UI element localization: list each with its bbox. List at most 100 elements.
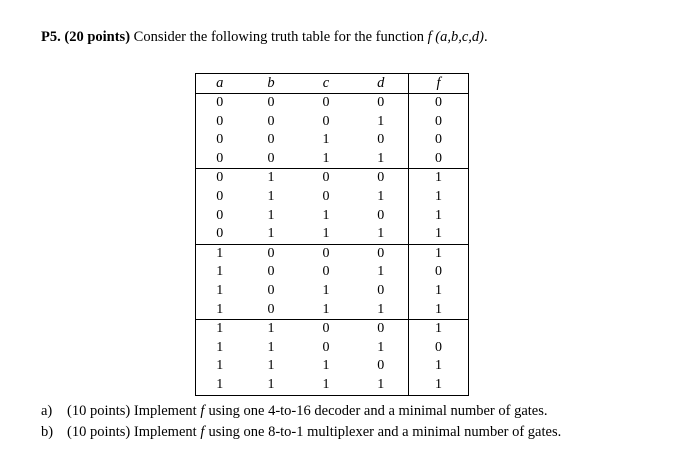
table-cell-f: 0 — [408, 131, 469, 150]
table-cell-d: 0 — [377, 95, 385, 110]
table-cell-b: 0 — [243, 243, 299, 264]
truth-table-header: a b c d f — [195, 73, 469, 94]
table-cell-c: 0 — [298, 243, 354, 264]
table-cell-d: 0 — [353, 319, 409, 339]
table-cell-c: 0 — [322, 95, 330, 110]
table-row: 0 1 1 1 1 — [196, 225, 469, 245]
table-cell-c: 1 — [322, 358, 330, 374]
table-cell-f: 0 — [408, 149, 469, 169]
table-cell-c: 0 — [322, 113, 330, 129]
table-cell-c: 1 — [322, 226, 330, 242]
table-cell-f: 0 — [408, 263, 469, 282]
table-cell-d: 1 — [377, 113, 385, 129]
list-item: b)(10 points) Implement f using one 8-to… — [41, 422, 561, 443]
subquestion-points-b: (10 points) — [67, 423, 131, 440]
table-cell-f: 1 — [408, 187, 469, 207]
table-cell-c: 1 — [322, 150, 330, 166]
table-row: 0 0 1 1 0 — [196, 149, 469, 169]
subquestion-marker-b: b) — [41, 423, 54, 440]
table-cell-b: 1 — [267, 207, 275, 223]
table-cell-f: 1 — [408, 225, 469, 245]
table-cell-d: 0 — [377, 358, 385, 374]
table-cell-b: 1 — [267, 376, 275, 392]
table-cell-a: 0 — [216, 132, 224, 148]
table-cell-d: 0 — [353, 243, 409, 264]
table-cell-f: 0 — [408, 338, 469, 358]
table-cell-c: 0 — [322, 264, 330, 280]
subquestions-list: a)(10 points) Implement f using one 4-to… — [41, 401, 561, 442]
column-header-b: b — [243, 73, 299, 94]
table-cell-c: 0 — [322, 188, 330, 204]
table-cell-b: 1 — [267, 188, 275, 204]
table-cell-c: 1 — [322, 282, 330, 298]
table-cell-b: 0 — [267, 150, 275, 166]
table-cell-c: 0 — [298, 168, 354, 188]
table-cell-d: 1 — [377, 188, 385, 204]
table-cell-f: 1 — [408, 206, 469, 226]
table-cell-a: 1 — [216, 358, 224, 374]
table-row: 0 1 0 1 1 — [196, 187, 469, 207]
table-cell-d: 0 — [377, 282, 385, 298]
table-cell-a: 0 — [216, 95, 224, 110]
table-cell-d: 1 — [377, 150, 385, 166]
table-cell-f: 1 — [408, 357, 469, 376]
table-cell-c: 1 — [322, 376, 330, 392]
table-cell-c: 1 — [322, 301, 330, 317]
table-cell-b: 0 — [267, 113, 275, 129]
table-row: 0 0 0 0 0 — [196, 93, 469, 113]
table-cell-a: 1 — [216, 282, 224, 298]
table-cell-a: 0 — [216, 207, 224, 223]
function-signature: f (a,b,c,d) — [427, 29, 484, 45]
column-header-f: f — [408, 73, 469, 94]
table-cell-f: 1 — [408, 243, 469, 264]
table-cell-a: 0 — [195, 168, 244, 188]
table-cell-f: 0 — [408, 112, 469, 132]
table-cell-c: 1 — [322, 132, 330, 148]
table-cell-f: 1 — [408, 375, 469, 395]
subquestion-function-symbol-b: f — [200, 423, 205, 440]
table-cell-a: 1 — [216, 339, 224, 355]
table-cell-f: 1 — [408, 281, 469, 301]
problem-points: (20 points) — [64, 29, 131, 45]
table-cell-b: 0 — [267, 264, 275, 280]
table-cell-a: 1 — [216, 264, 224, 280]
table-cell-b: 1 — [267, 226, 275, 242]
subquestion-function-symbol-a: f — [200, 403, 205, 419]
subquestion-text-after-a: using one 4-to-16 decoder and a minimal … — [208, 403, 548, 419]
table-cell-d: 1 — [377, 264, 385, 280]
table-cell-c: 1 — [322, 207, 330, 223]
table-cell-b: 1 — [243, 168, 299, 188]
table-cell-f: 1 — [408, 300, 469, 320]
table-row: 0 0 1 0 0 — [196, 131, 469, 150]
table-cell-d: 0 — [377, 132, 385, 148]
table-cell-c: 0 — [322, 339, 330, 355]
table-cell-a: 0 — [216, 226, 224, 242]
table-cell-d: 1 — [377, 226, 385, 242]
problem-statement-text: Consider the following truth table for t… — [133, 29, 424, 45]
table-row: 1 0 0 1 0 — [196, 263, 469, 282]
table-cell-f: 1 — [408, 319, 469, 339]
table-cell-b: 0 — [267, 95, 275, 110]
table-cell-f: 0 — [408, 93, 469, 113]
table-cell-a: 1 — [216, 376, 224, 392]
subquestion-marker-a: a) — [41, 403, 53, 419]
list-item: a)(10 points) Implement f using one 4-to… — [41, 401, 561, 422]
column-header-c: c — [298, 73, 354, 94]
table-cell-a: 1 — [195, 319, 244, 339]
table-cell-b: 0 — [267, 132, 275, 148]
table-cell-a: 0 — [216, 188, 224, 204]
problem-statement-period: . — [484, 29, 488, 45]
table-cell-a: 0 — [216, 150, 224, 166]
